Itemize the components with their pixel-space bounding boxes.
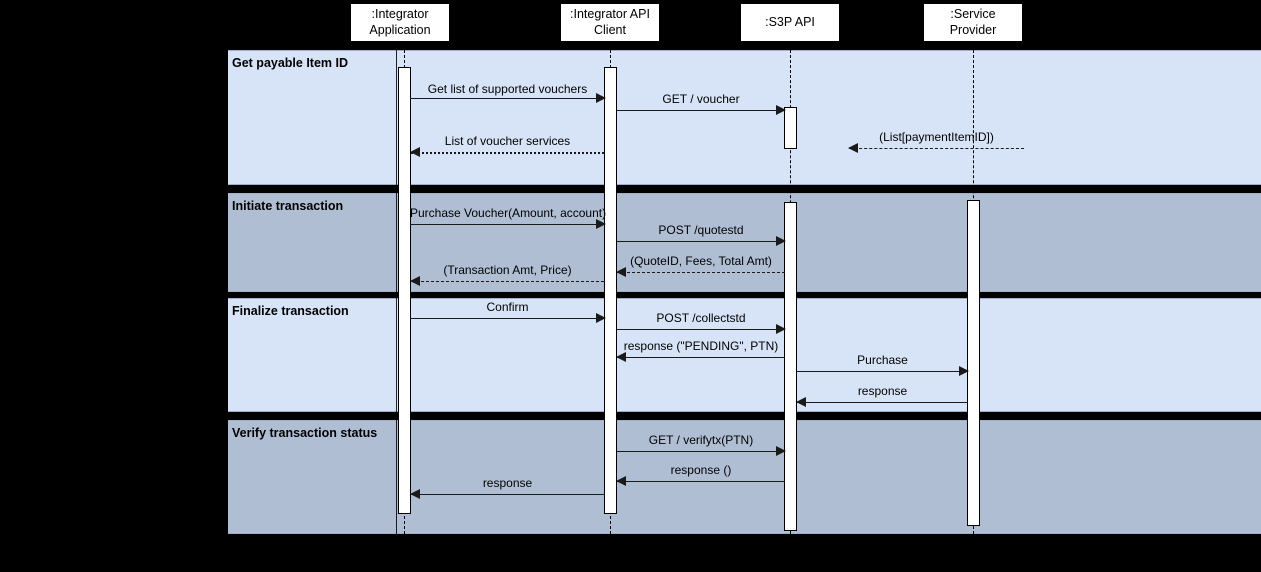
arrowhead-left-icon xyxy=(410,276,420,286)
message-label: Purchase xyxy=(857,352,908,367)
sequence-diagram-body: Get payable Item ID Initiate transaction… xyxy=(228,50,1261,534)
message-line xyxy=(617,272,785,273)
activation-bar-integrator-application xyxy=(398,67,411,514)
section-band-initiate-transaction: Initiate transaction xyxy=(228,193,1261,292)
activation-bar-service-provider xyxy=(967,200,980,526)
message-line xyxy=(411,281,604,282)
arrowhead-left-icon xyxy=(616,267,626,277)
message-label: POST /collectstd xyxy=(656,310,746,325)
label-column-divider xyxy=(396,193,397,292)
activation-bar-s3p-api-section-1 xyxy=(784,107,797,149)
message-line xyxy=(617,451,785,452)
message-label: GET / voucher xyxy=(662,91,740,106)
participant-label-line1: :Integrator xyxy=(371,6,429,21)
message-label: response () xyxy=(670,462,732,477)
message-line xyxy=(410,224,605,225)
section-label-initiate-transaction: Initiate transaction xyxy=(232,199,344,213)
participant-label-line1: :S3P API xyxy=(765,14,815,29)
message-label: Purchase Voucher(Amount, account) xyxy=(410,205,607,220)
message-line xyxy=(617,329,785,330)
arrowhead-left-icon xyxy=(410,489,420,499)
arrowhead-right-icon xyxy=(776,105,786,115)
arrowhead-left-icon xyxy=(796,397,806,407)
arrowhead-right-icon xyxy=(596,93,606,103)
label-column-divider xyxy=(396,298,397,412)
participant-box-integrator-api-client: :Integrator API Client xyxy=(560,3,660,42)
participant-box-service-provider: :Service Provider xyxy=(923,3,1023,42)
message-line xyxy=(849,148,1024,149)
message-label: response xyxy=(482,475,533,490)
arrowhead-left-icon xyxy=(616,352,626,362)
message-line xyxy=(617,241,785,242)
message-line xyxy=(411,152,604,154)
arrowhead-left-icon xyxy=(410,147,420,157)
participant-label-line1: :Service Provider xyxy=(949,6,997,37)
participant-label-line2: Client xyxy=(594,22,626,37)
arrowhead-right-icon xyxy=(596,219,606,229)
message-label: (List[paymentItemID]) xyxy=(879,129,994,144)
message-label: List of voucher services xyxy=(444,133,571,148)
activation-bar-integrator-api-client xyxy=(604,67,617,514)
message-label: Get list of supported vouchers xyxy=(427,81,588,96)
participant-label-line1: :Integrator API xyxy=(570,6,650,21)
message-line xyxy=(617,110,785,111)
label-column-divider xyxy=(396,420,397,534)
message-line xyxy=(617,357,785,358)
arrowhead-left-icon xyxy=(848,143,858,153)
activation-bar-s3p-api-main xyxy=(784,202,797,531)
participant-label-line2: Application xyxy=(369,22,431,37)
message-line xyxy=(410,98,605,99)
message-line xyxy=(617,481,785,482)
arrowhead-right-icon xyxy=(776,236,786,246)
message-line xyxy=(797,402,968,403)
section-label-finalize-transaction: Finalize transaction xyxy=(232,304,349,318)
message-label: (QuoteID, Fees, Total Amt) xyxy=(630,253,772,268)
participant-box-integrator-application: :Integrator Application xyxy=(350,3,450,42)
section-label-get-payable-item-id: Get payable Item ID xyxy=(232,56,349,70)
message-label: POST /quotestd xyxy=(658,222,744,237)
message-line xyxy=(410,318,605,319)
arrowhead-right-icon xyxy=(776,324,786,334)
message-line xyxy=(797,371,968,372)
participant-box-s3p-api: :S3P API xyxy=(740,3,840,42)
message-label: Confirm xyxy=(486,299,529,314)
message-line xyxy=(411,494,604,495)
message-label: response ("PENDING", PTN) xyxy=(623,338,779,353)
arrowhead-right-icon xyxy=(596,313,606,323)
message-label: response xyxy=(857,383,908,398)
label-column-divider xyxy=(396,50,397,185)
section-label-verify-transaction-status: Verify transaction status xyxy=(232,426,378,440)
arrowhead-right-icon xyxy=(959,366,969,376)
arrowhead-right-icon xyxy=(776,446,786,456)
message-label: (Transaction Amt, Price) xyxy=(443,262,572,277)
arrowhead-left-icon xyxy=(616,476,626,486)
section-band-get-payable-item-id: Get payable Item ID xyxy=(228,50,1261,185)
message-label: GET / verifytx(PTN) xyxy=(648,432,754,447)
